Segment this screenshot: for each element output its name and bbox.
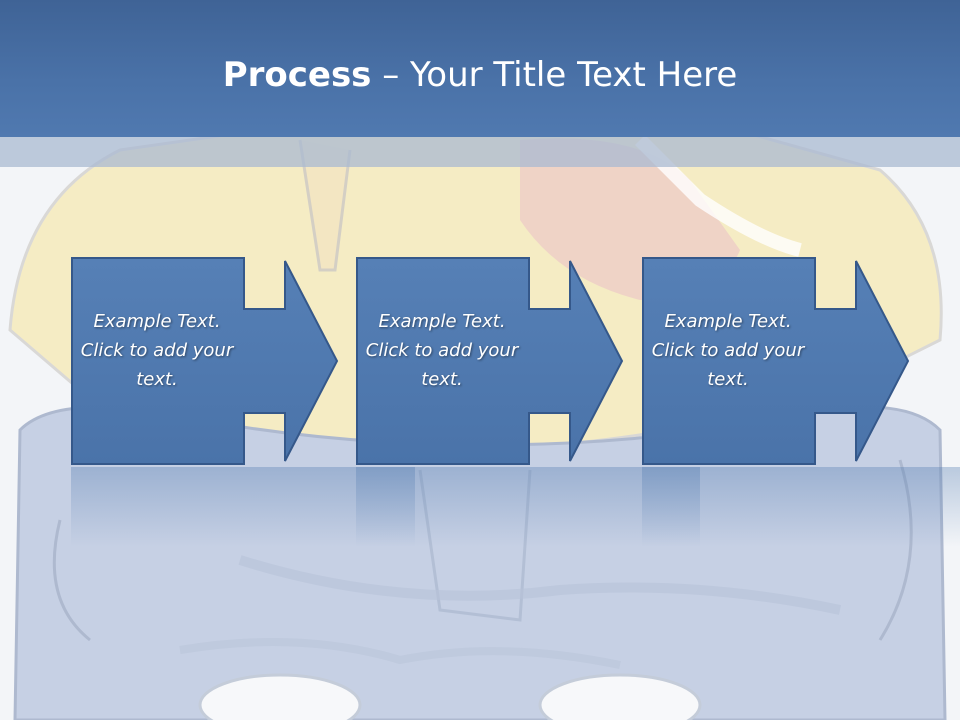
process-step-3[interactable]: Example Text. Click to add your text. xyxy=(642,257,960,465)
step-reflection xyxy=(71,467,415,547)
process-step-1[interactable]: Example Text. Click to add your text. xyxy=(71,257,415,465)
step-text[interactable]: Example Text. Click to add your text. xyxy=(80,311,234,390)
title-bar xyxy=(0,0,960,137)
step-reflection xyxy=(356,467,700,547)
step-arrow-shape xyxy=(356,257,624,465)
step-text[interactable]: Example Text. Click to add your text. xyxy=(365,311,519,390)
step-reflection xyxy=(642,467,960,547)
step-text[interactable]: Example Text. Click to add your text. xyxy=(651,311,805,390)
title-bar-accent-strip xyxy=(0,137,960,167)
process-step-2[interactable]: Example Text. Click to add your text. xyxy=(356,257,700,465)
slide-title[interactable]: Process – Your Title Text Here xyxy=(0,50,960,100)
step-arrow-shape xyxy=(71,257,339,465)
title-bold-text: Process xyxy=(222,55,372,95)
step-arrow-shape xyxy=(642,257,910,465)
title-rest-text: – Your Title Text Here xyxy=(371,55,738,95)
